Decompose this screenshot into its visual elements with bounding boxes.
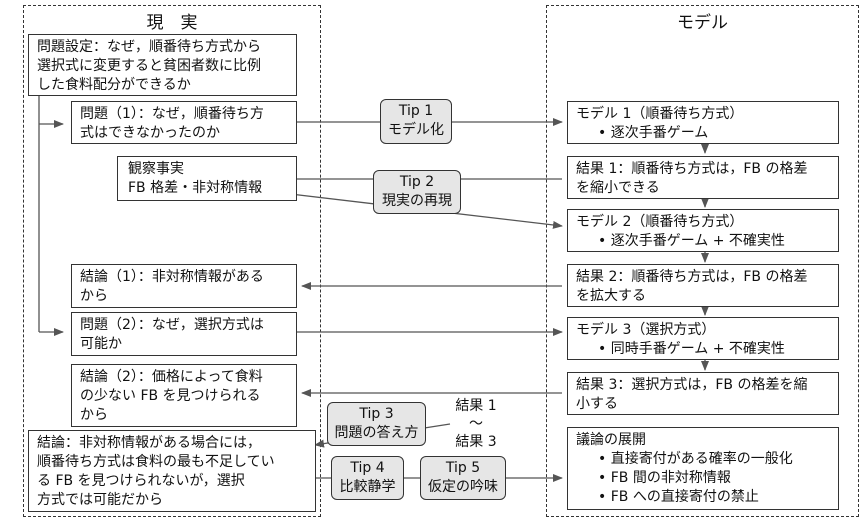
conclusion-2-box: 結論（2）：価格によって食料 の少ない FB を見つけられる から	[71, 364, 297, 427]
result-1-box: 結果 1：順番待ち方式は，FB の格差 を縮小できる	[567, 156, 839, 199]
model-panel	[546, 5, 859, 517]
model-1-box: モデル 1（順番待ち方式） • 逐次手番ゲーム	[567, 101, 839, 144]
question-1-box: 問題（1）：なぜ，順番待ち方 式はできなかったのか	[71, 101, 297, 144]
reality-panel	[23, 5, 321, 517]
problem-setting-box: 問題設定：なぜ，順番待ち方式から 選択式に変更すると貧困者数に比例 した食料配分…	[28, 34, 297, 96]
result-3-box: 結果 3：選択方式は，FB の格差を縮 小する	[567, 372, 839, 415]
tip-4-box: Tip 4 比較静学	[331, 456, 404, 500]
result-2-box: 結果 2：順番待ち方式は，FB の格差 を拡大する	[567, 264, 839, 307]
tip-2-box: Tip 2 現実の再現	[373, 170, 461, 214]
tip-1-box: Tip 1 モデル化	[380, 99, 452, 144]
results-range-label: 結果 1 ～ 結果 3	[455, 398, 497, 450]
conclusion-1-box: 結論（1）：非対称情報がある から	[71, 264, 297, 308]
discussion-box: 議論の展開 • 直接寄付がある確率の一般化 • FB 間の非対称情報 • FB …	[567, 427, 839, 510]
final-conclusion-box: 結論：非対称情報がある場合には， 順番待ち方式は食料の最も不足してい る FB …	[28, 430, 316, 512]
observed-facts-box: 観察事実 FB 格差・非対称情報	[117, 156, 297, 201]
tip-5-box: Tip 5 仮定の吟味	[420, 456, 506, 500]
question-2-box: 問題（2）：なぜ，選択方式は 可能か	[71, 312, 297, 356]
model-3-box: モデル 3（選択方式） • 同時手番ゲーム + 不確実性	[567, 317, 839, 360]
model-2-box: モデル 2（順番待ち方式） • 逐次手番ゲーム + 不確実性	[567, 209, 839, 252]
reality-header: 現 実	[146, 13, 198, 33]
tip-3-box: Tip 3 問題の答え方	[327, 402, 426, 446]
model-header: モデル	[677, 13, 728, 33]
